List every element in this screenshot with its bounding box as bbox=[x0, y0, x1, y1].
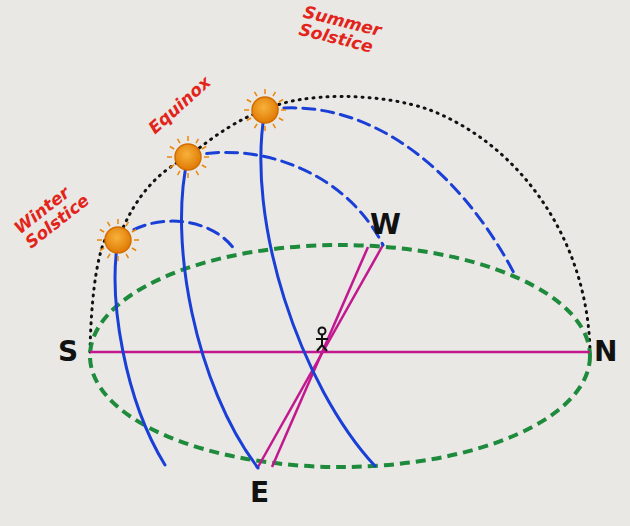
sun-ray bbox=[132, 248, 136, 251]
sun-ray bbox=[187, 136, 189, 141]
sun bbox=[252, 97, 278, 123]
season-label: Equinox bbox=[146, 64, 225, 137]
sun-ray bbox=[247, 100, 251, 103]
compass-direction: W bbox=[370, 210, 410, 239]
sun-ray bbox=[196, 139, 199, 143]
sun-ray bbox=[196, 171, 199, 175]
sun-ray bbox=[273, 92, 276, 96]
suns bbox=[97, 89, 286, 261]
observer-figure bbox=[316, 328, 328, 352]
sun-ray bbox=[126, 254, 129, 258]
sun-ray bbox=[170, 147, 174, 150]
sun bbox=[175, 144, 201, 170]
sun-ray bbox=[134, 239, 139, 241]
sun-ray bbox=[187, 173, 189, 178]
equinox-path-back bbox=[188, 152, 383, 245]
sun-ray bbox=[255, 92, 258, 96]
sun-ray bbox=[281, 109, 286, 111]
sun-ray bbox=[202, 147, 206, 150]
sun-ray bbox=[100, 248, 104, 251]
sun-ray bbox=[178, 171, 181, 175]
sun-ray bbox=[108, 222, 111, 226]
south-north-line bbox=[90, 351, 590, 354]
sun-paths-hidden bbox=[118, 108, 515, 275]
sun-ray bbox=[264, 89, 266, 94]
sun-ray bbox=[167, 156, 172, 158]
direction-lines bbox=[90, 245, 590, 467]
sun-ray bbox=[255, 124, 258, 128]
winter-path-back bbox=[118, 221, 235, 250]
sun-ray bbox=[170, 165, 174, 168]
sun-ray bbox=[202, 165, 206, 168]
summer-path bbox=[261, 110, 375, 466]
east-west-line bbox=[272, 247, 368, 467]
sun-ray bbox=[204, 156, 209, 158]
sun-ray bbox=[264, 126, 266, 131]
horizon-ellipse bbox=[90, 245, 590, 467]
sun-paths-visible bbox=[115, 110, 375, 468]
sun-ray bbox=[126, 222, 129, 226]
sun-ray bbox=[117, 219, 119, 224]
compass-direction: E bbox=[250, 478, 280, 507]
winter-path bbox=[115, 240, 165, 465]
sun-ray bbox=[132, 230, 136, 233]
sun bbox=[105, 227, 131, 253]
sun-ray bbox=[97, 239, 102, 241]
equinox-path bbox=[182, 157, 258, 468]
season-label: Winter Solstice bbox=[11, 176, 94, 252]
sun-ray bbox=[247, 118, 251, 121]
compass-direction: S bbox=[58, 337, 88, 366]
sun-ray bbox=[279, 100, 283, 103]
sun-ray bbox=[244, 109, 249, 111]
sun-ray bbox=[273, 124, 276, 128]
compass-direction: N bbox=[594, 337, 624, 366]
sun-ray bbox=[108, 254, 111, 258]
season-label: Summer Solstice bbox=[297, 3, 395, 60]
sun-ray bbox=[117, 256, 119, 261]
summer-path-back bbox=[265, 108, 515, 275]
sun-ray bbox=[178, 139, 181, 143]
sun-ray bbox=[279, 118, 283, 121]
sun-ray bbox=[100, 230, 104, 233]
